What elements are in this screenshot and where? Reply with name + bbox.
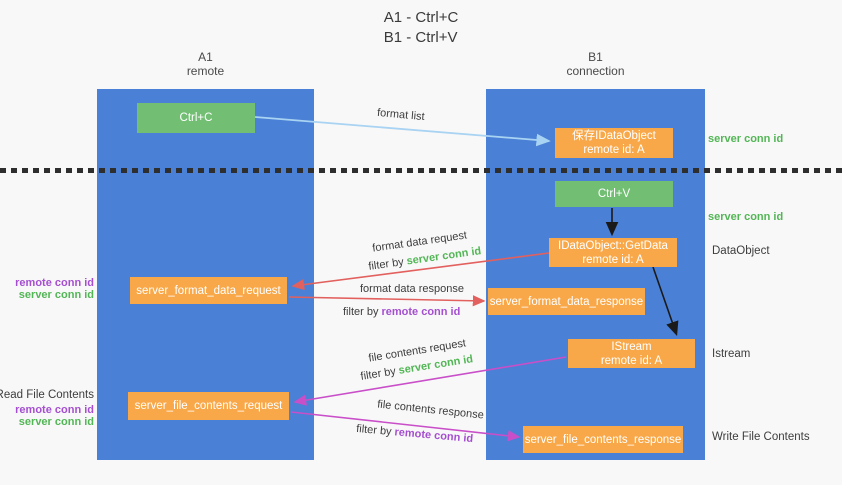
format-data-response-label: format data response — [360, 283, 464, 295]
ctrl-c-label: Ctrl+C — [179, 112, 213, 124]
server-conn-id-side-label-mid: server conn id — [708, 211, 784, 223]
server-file-contents-request-node: server_file_contents_request — [128, 392, 289, 420]
remote-conn-id-side-label-1: remote conn id — [15, 277, 94, 289]
lane-header-a1: A1 remote — [97, 50, 314, 78]
istream-line2: remote id: A — [600, 354, 663, 367]
left-conn-id-group-1: remote conn id server conn id — [15, 277, 94, 301]
format-data-response-arrow — [288, 295, 486, 307]
server-file-contents-response-node: server_file_contents_response — [523, 426, 683, 453]
ctrl-c-node: Ctrl+C — [137, 103, 255, 133]
remote-conn-id-text: remote conn id — [394, 426, 474, 446]
title-line-2: B1 - Ctrl+V — [383, 29, 458, 46]
save-idataobject-line2: remote id: A — [583, 144, 645, 156]
lane-b1-subtitle: connection — [566, 64, 625, 78]
server-conn-id-side-label-1: server conn id — [18, 289, 94, 301]
server-format-data-request-label: server_format_data_request — [136, 284, 281, 297]
dataobject-side-label: DataObject — [712, 245, 770, 257]
idataobject-getdata-node: IDataObject::GetData remote id: A — [549, 238, 677, 267]
lane-b1-name: B1 — [588, 50, 603, 64]
istream-side-label: Istream — [712, 348, 751, 360]
server-conn-id-text: server conn id — [405, 245, 482, 268]
server-conn-id-side-label-2: server conn id — [18, 416, 94, 428]
save-idataobject-line1: 保存IDataObject — [572, 130, 656, 142]
lane-header-b1: B1 connection — [486, 50, 705, 78]
ctrl-v-label: Ctrl+V — [597, 188, 631, 200]
server-conn-id-side-label-top: server conn id — [708, 133, 784, 145]
read-file-contents-label: Read File Contents — [0, 389, 94, 401]
copy-paste-separator-line — [0, 168, 842, 173]
filter-by-text: filter by — [359, 365, 397, 383]
filter-by-text: filter by — [355, 422, 393, 438]
remote-conn-id-side-label-2: remote conn id — [15, 404, 94, 416]
istream-line1: IStream — [611, 340, 652, 353]
istream-node: IStream remote id: A — [568, 339, 695, 368]
save-idataobject-node: 保存IDataObject remote id: A — [555, 128, 673, 158]
format-list-label: format list — [376, 106, 426, 124]
server-file-contents-response-label: server_file_contents_response — [524, 433, 682, 446]
server-format-data-response-label: server_format_data_response — [489, 295, 644, 308]
ctrl-v-node: Ctrl+V — [555, 181, 673, 207]
server-format-data-response-node: server_format_data_response — [488, 288, 645, 315]
title-line-1: A1 - Ctrl+C — [383, 9, 459, 26]
getdata-line1: IDataObject::GetData — [558, 239, 668, 252]
file-contents-response-label: file contents response — [376, 398, 485, 422]
remote-conn-id-text: remote conn id — [381, 306, 461, 318]
lane-a1-name: A1 — [198, 50, 213, 64]
filter-by-text: filter by — [367, 256, 405, 273]
server-file-contents-request-label: server_file_contents_request — [134, 400, 283, 412]
lane-a1-subtitle: remote — [186, 64, 225, 78]
left-conn-id-group-2: remote conn id server conn id — [15, 404, 94, 428]
server-format-data-request-node: server_format_data_request — [130, 277, 287, 304]
write-file-contents-label: Write File Contents — [712, 431, 810, 443]
diagram-title: A1 - Ctrl+C B1 - Ctrl+V — [0, 8, 842, 48]
filter-by-text: filter by — [343, 306, 379, 318]
getdata-line2: remote id: A — [582, 253, 644, 266]
